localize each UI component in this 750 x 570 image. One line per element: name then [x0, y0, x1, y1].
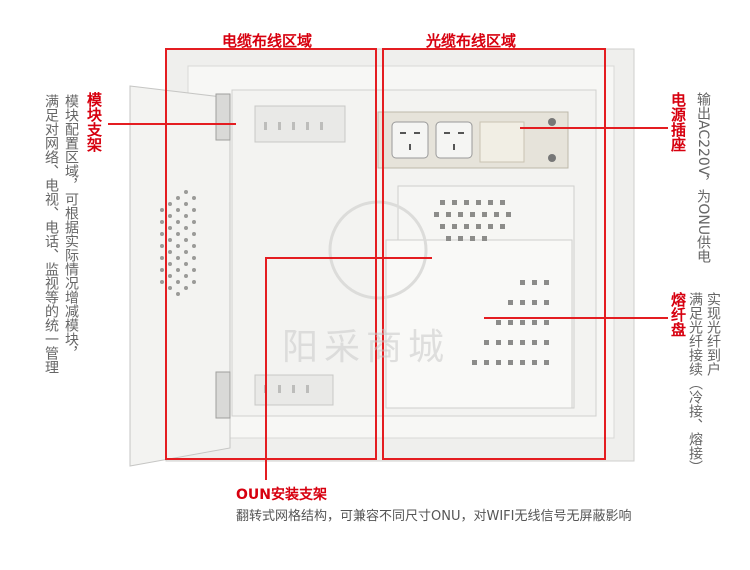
bracket-top: [254, 105, 346, 143]
fiber-tray-title: 熔纤盘: [669, 292, 687, 337]
watermark-logo: [328, 200, 428, 300]
leader-onu-bracket: [265, 257, 432, 480]
watermark-text: 阳采商城: [282, 327, 451, 368]
onu-bracket-desc: 翻转式网格结构，可兼容不同尺寸ONU，对WIFI无线信号无屏蔽影响: [236, 509, 632, 524]
cable-zone-box: [165, 48, 377, 460]
module-bracket-desc-1: 模块配置区域，可根据实际情况增减模块，: [63, 94, 79, 360]
fiber-tray-front: [385, 239, 573, 409]
module-bracket-title: 模块支架: [85, 92, 103, 152]
module-bracket-desc-2: 满足对网络、电视、电话、监视等的统一管理: [43, 94, 59, 374]
socket-1: [391, 121, 429, 159]
box-door: [129, 85, 231, 467]
hinge-bottom: [215, 371, 231, 419]
fiber-zone-title: 光缆布线区域: [426, 32, 517, 50]
fiber-tray-desc-1: 实现光纤到户: [705, 292, 721, 376]
hinge-top: [215, 93, 231, 141]
power-socket-title: 电源插座: [669, 92, 687, 152]
fiber-zone-box: [382, 48, 606, 460]
cable-zone-title: 电缆布线区域: [222, 32, 313, 50]
socket-blank: [479, 121, 525, 163]
onu-bracket-title: OUN安装支架: [236, 487, 327, 503]
fiber-tray-desc-2: 满足光纤接续（冷接、熔接）: [687, 292, 703, 474]
power-socket-desc: 输出AC220V，为ONU供电: [695, 92, 711, 264]
socket-2: [435, 121, 473, 159]
